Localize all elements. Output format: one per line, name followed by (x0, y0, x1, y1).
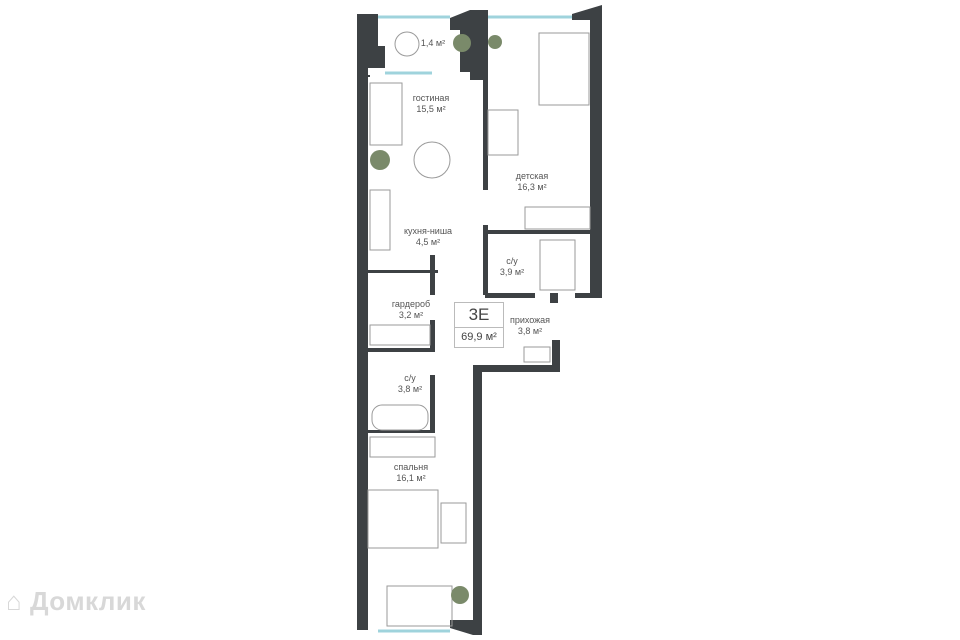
room-name: спальня (393, 462, 429, 472)
plant-icon (488, 35, 502, 49)
balcony-label: 1,4 м² (421, 38, 445, 49)
hall-wall (478, 340, 560, 372)
total-area: 69,9 м² (461, 331, 497, 343)
garderob-rack (369, 324, 431, 346)
room-area: 3,8 м² (517, 326, 543, 336)
nightstand (440, 502, 467, 544)
wc-wall (430, 375, 435, 430)
wc-bottom-wall (368, 430, 435, 433)
garderob-bottom-wall (368, 348, 435, 352)
left-outer-wall (357, 14, 385, 630)
room-area: 1,4 м² (420, 38, 446, 48)
room-area: 4,5 м² (415, 237, 441, 247)
room-area: 16,1 м² (396, 473, 426, 483)
room-area: 16,3 м² (517, 182, 547, 192)
wardrobe-kids (524, 206, 591, 230)
corner (368, 75, 370, 77)
shower (539, 239, 576, 291)
wardrobe-bedroom (369, 436, 436, 458)
apartment-badge: 3E 69,9 м² (454, 302, 504, 348)
kids-bottom-wall (485, 230, 595, 234)
center-wall (450, 10, 488, 190)
bed-kids (538, 32, 590, 106)
room-name: кухня-ниша (403, 226, 453, 236)
garderob-wall-2 (430, 320, 435, 350)
kitchen-bottom-wall (368, 270, 438, 273)
furniture (367, 31, 591, 627)
right-outer-wall (572, 5, 602, 298)
bed (367, 489, 439, 549)
room-area: 3,8 м² (397, 384, 423, 394)
watermark: ⌂ Домклик (6, 586, 146, 616)
room-area: 3,9 м² (499, 267, 525, 277)
plant-icon (453, 34, 471, 52)
apartment-code: 3E (455, 303, 503, 328)
windows (378, 15, 572, 633)
desk (386, 585, 453, 627)
shoe-rack (523, 346, 551, 363)
entrance-post (550, 293, 558, 303)
bath-bottom-wall (485, 293, 535, 298)
watermark-text: Домклик (29, 586, 146, 616)
kitchen-counter (369, 189, 391, 251)
room-area: 15,5 м² (416, 104, 446, 114)
walls (357, 5, 602, 635)
room-name: с/у (404, 373, 416, 383)
room-area: 3,2 м² (398, 310, 424, 320)
bathtub (371, 404, 429, 431)
room-name: гостиная (412, 93, 450, 103)
dining-table (413, 141, 451, 179)
desk-kids (487, 109, 519, 156)
garderob-wall (430, 255, 435, 295)
sofa (369, 82, 403, 146)
room-name: прихожая (509, 315, 551, 325)
bath-bottom-wall-2 (575, 293, 602, 298)
bedroom-right-wall (450, 365, 482, 635)
plant-icon (370, 150, 390, 170)
room-name: детская (515, 171, 549, 181)
plants (370, 34, 502, 604)
room-name: гардероб (391, 299, 431, 309)
armchair (394, 31, 420, 57)
bath-wall (483, 225, 488, 295)
room-name: с/у (506, 256, 518, 266)
plant-icon (451, 586, 469, 604)
